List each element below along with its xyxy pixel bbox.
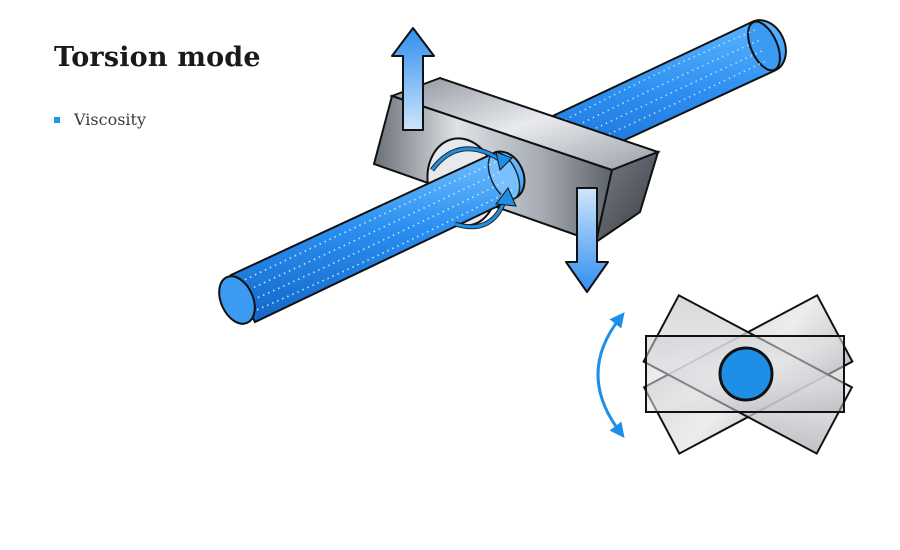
up-arrow-icon (391, 27, 435, 131)
rotation-arrow-icon (429, 146, 517, 230)
rod-cross-section (718, 346, 774, 402)
rod-end-cap (218, 275, 256, 325)
bullet-item: Viscosity (54, 110, 146, 129)
bullet-list: Viscosity (54, 110, 146, 129)
oscillation-double-arrow-icon (596, 312, 625, 438)
down-arrow-icon (565, 187, 609, 293)
rod-front-segment (218, 150, 526, 325)
bullet-marker-icon (54, 116, 60, 123)
bullet-label: Viscosity (74, 110, 146, 129)
slide-title: Torsion mode (54, 42, 261, 73)
